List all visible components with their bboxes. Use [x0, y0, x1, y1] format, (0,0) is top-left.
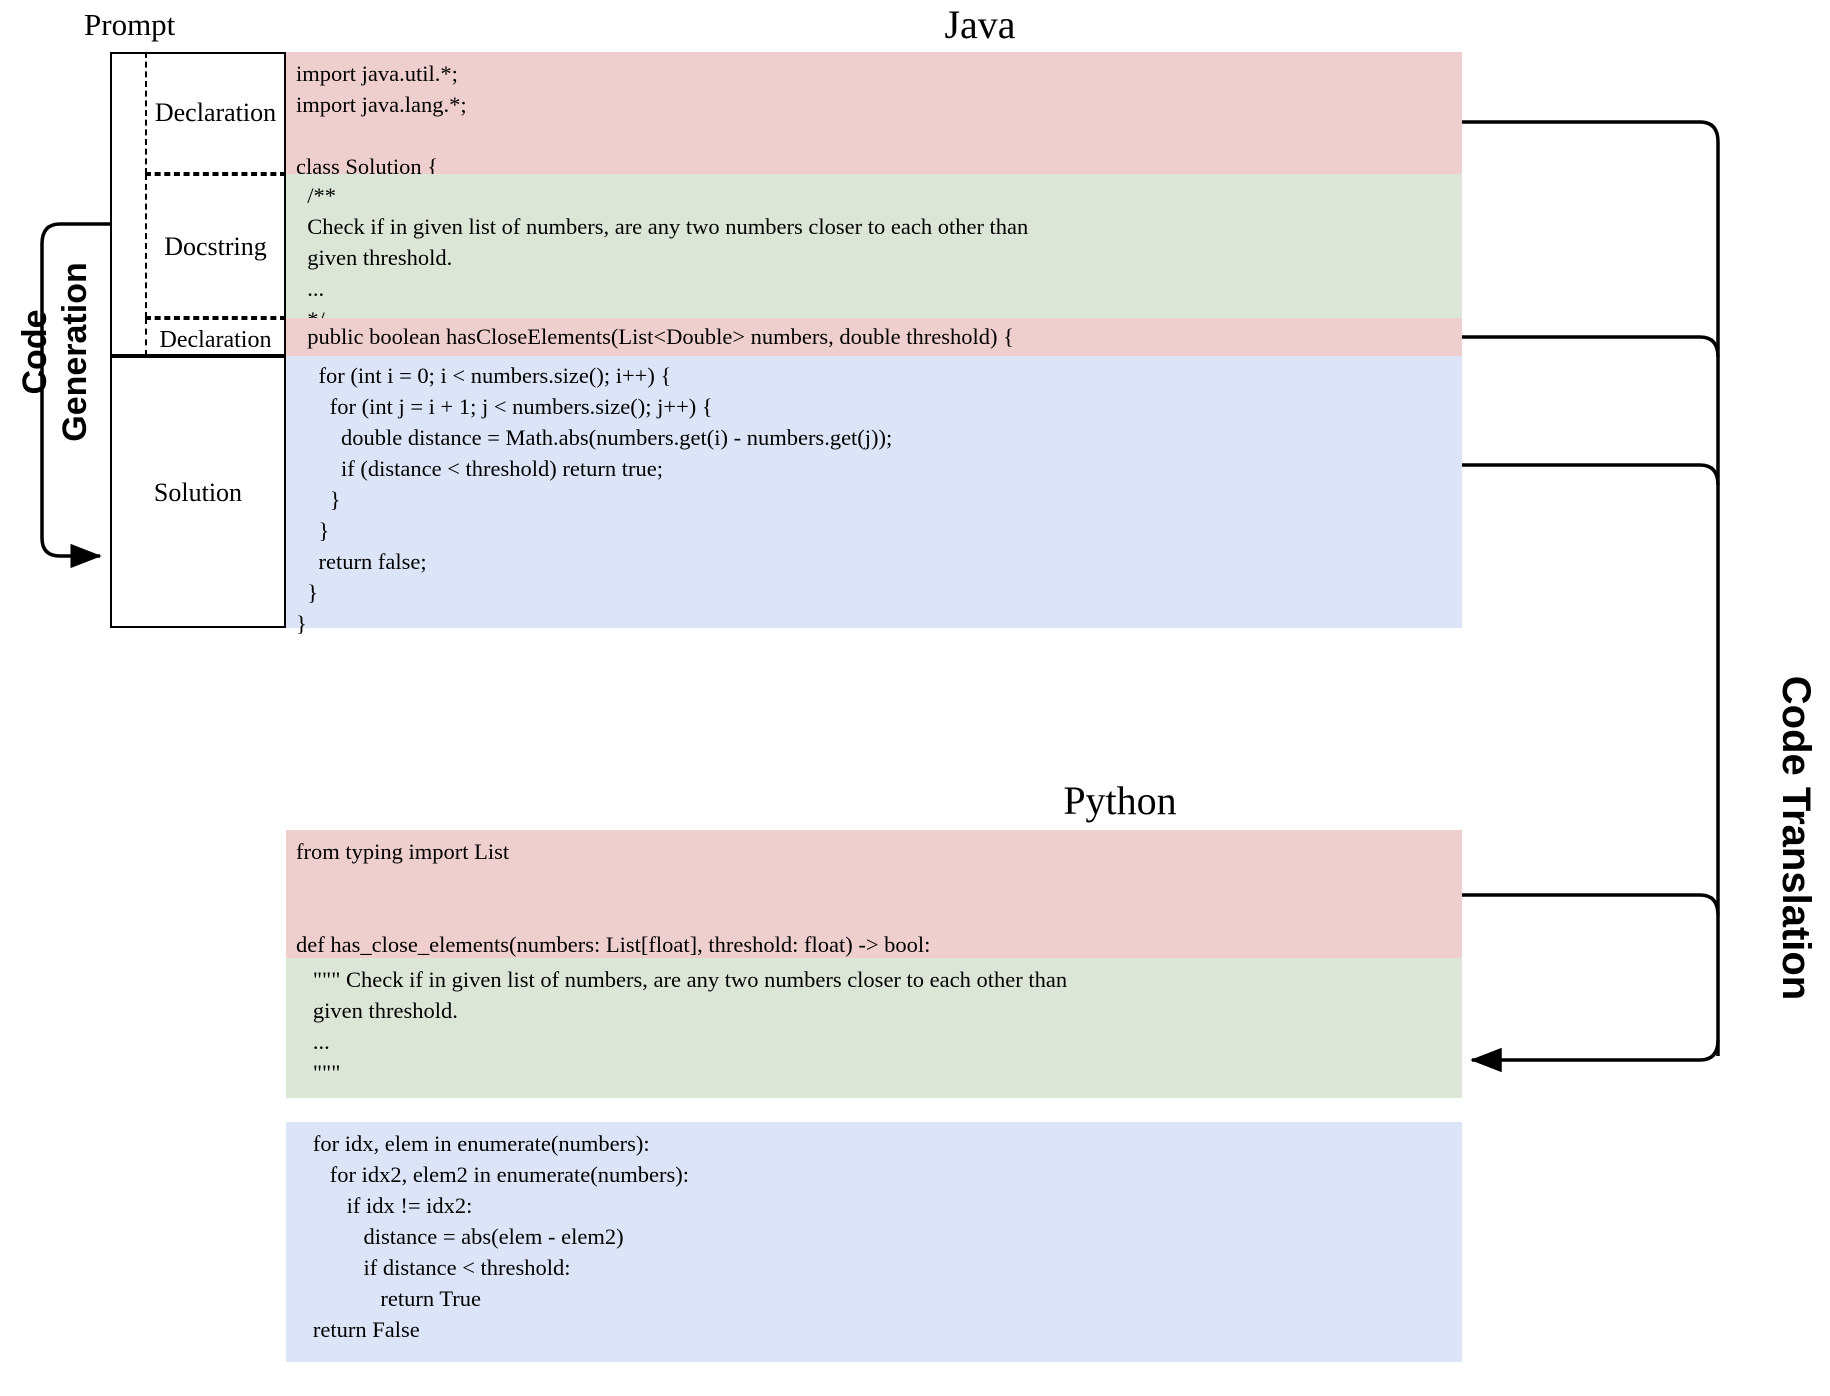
- java-docstring-band: /** Check if in given list of numbers, a…: [286, 174, 1462, 332]
- python-title: Python: [1063, 778, 1177, 823]
- solution-structure-box: [110, 356, 286, 628]
- python-solution-band: for idx, elem in enumerate(numbers): for…: [286, 1122, 1462, 1362]
- prompt-title: Prompt: [84, 7, 176, 42]
- python-docstring-band: """ Check if in given list of numbers, a…: [286, 958, 1462, 1098]
- python-declaration-band: from typing import List def has_close_el…: [286, 830, 1462, 958]
- java-declaration-top-band: import java.util.*; import java.lang.*; …: [286, 52, 1462, 179]
- java-declaration-signature-band: public boolean hasCloseElements(List<Dou…: [286, 318, 1462, 356]
- solution-box-label: Solution: [153, 478, 243, 507]
- java-solution-band: for (int i = 0; i < numbers.size(); i++)…: [286, 356, 1462, 636]
- docstring-box-label: Docstring: [164, 232, 267, 261]
- declaration-signature-box: [145, 318, 286, 356]
- declaration-top-box-label: Declaration: [154, 98, 277, 127]
- docstring-box: [145, 174, 286, 318]
- code-translation-connector: [1462, 120, 1720, 1073]
- declaration-signature-box-label: Declaration: [159, 327, 272, 353]
- code-translation-label: Code Translation: [1774, 675, 1818, 1001]
- java-title: Java: [944, 2, 1016, 47]
- declaration-top-box: [145, 52, 286, 174]
